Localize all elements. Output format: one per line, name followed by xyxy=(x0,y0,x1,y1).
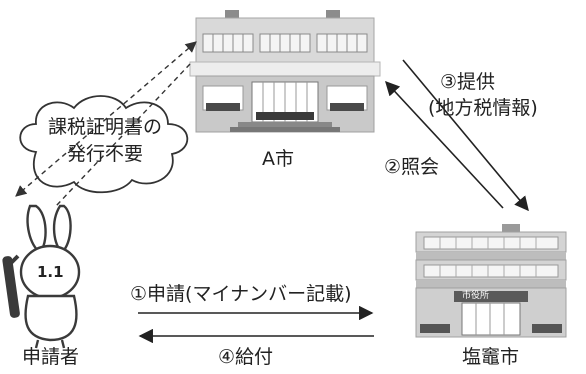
cloud-line-1: 課税証明書の xyxy=(47,116,162,138)
city-a-building xyxy=(189,10,381,133)
label-step3-line1: ③提供 xyxy=(440,71,496,93)
shiogama-building xyxy=(415,224,567,338)
label-step4: ④給付 xyxy=(218,346,274,368)
cloud-line-2: 発行不要 xyxy=(66,143,143,165)
label-applicant: 申請者 xyxy=(22,346,80,368)
city-hall-sign: 市役所 xyxy=(462,291,490,301)
label-step3-line2: (地方税情報) xyxy=(428,97,538,119)
label-city-a: A市 xyxy=(262,148,294,170)
arrow-step2 xyxy=(385,80,504,209)
label-shiogama: 塩竈市 xyxy=(462,346,520,368)
label-step2: ②照会 xyxy=(384,156,440,178)
dashed-link-direct xyxy=(15,41,197,207)
cloud-text: 課税証明書の 発行不要 xyxy=(30,114,180,168)
label-step1: ①申請(マイナンバー記載) xyxy=(130,283,352,305)
mascot-icon xyxy=(2,204,81,349)
arrow-step3 xyxy=(402,59,529,212)
mascot-badge: 1.1 xyxy=(37,263,64,281)
